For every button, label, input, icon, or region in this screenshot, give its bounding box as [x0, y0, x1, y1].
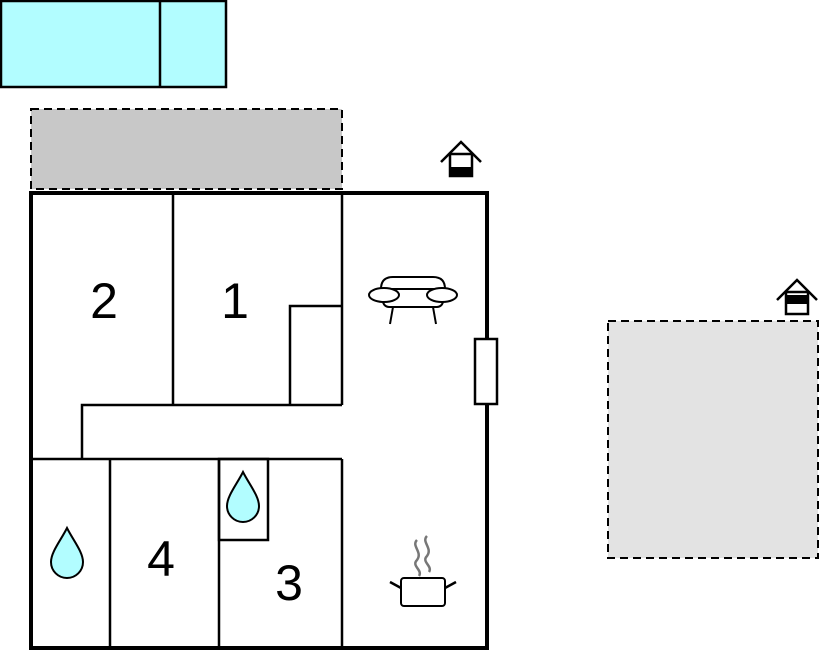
pool-icon — [0, 0, 228, 89]
room-number-3: 3 — [275, 555, 303, 611]
fireplace-icon — [473, 337, 499, 406]
room-number-1: 1 — [221, 273, 249, 329]
outdoor-area-icon — [607, 320, 819, 559]
house-icon — [440, 140, 482, 178]
covered-terrace-icon — [30, 108, 343, 190]
shower-drop-icon — [49, 525, 85, 579]
cooking-pot-icon — [389, 535, 457, 607]
house-icon — [776, 278, 818, 316]
room-number-4: 4 — [147, 531, 175, 587]
sofa-icon — [368, 276, 458, 325]
interior-walls — [31, 193, 344, 648]
room-number-2: 2 — [90, 273, 118, 329]
exterior-walls — [29, 191, 489, 650]
shower-drop-icon — [225, 469, 261, 523]
